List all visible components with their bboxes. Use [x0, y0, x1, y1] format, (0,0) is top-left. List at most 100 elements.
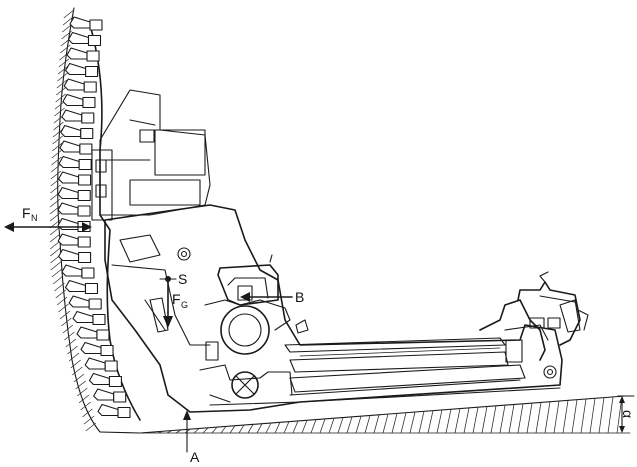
hatch-line: [62, 16, 74, 26]
hatch-line: [229, 425, 236, 434]
center-of-gravity-marker: [159, 276, 177, 282]
cutting-drum: [57, 16, 141, 421]
hatch-line: [220, 426, 227, 434]
hatch-line: [61, 30, 72, 40]
upper-gearbox: [99, 89, 211, 216]
cutter-pick: [61, 109, 95, 124]
hatch-line: [373, 414, 380, 434]
hatch-line: [73, 373, 85, 383]
cutter-pick: [62, 93, 96, 109]
hatch-line: [571, 399, 578, 434]
hatch-line: [562, 400, 569, 434]
hatch-line: [535, 402, 542, 434]
hatch-line: [598, 397, 605, 434]
hatch-line: [59, 44, 71, 54]
hatch-line: [75, 380, 86, 390]
hatch-line: [58, 303, 69, 313]
hatch-line: [49, 212, 61, 222]
hatch-line: [54, 107, 65, 117]
gravity-force-subscript: G: [181, 300, 188, 310]
hatch-line: [148, 431, 155, 434]
hatch-line: [65, 338, 77, 348]
hatch-line: [54, 282, 65, 292]
hatch-line: [382, 413, 389, 434]
hatch-line: [481, 406, 488, 434]
hatch-line: [355, 416, 362, 434]
hatch-line: [328, 418, 335, 434]
hatch-line: [49, 226, 61, 236]
hatch-line: [499, 405, 506, 434]
point-a-label: A: [190, 449, 200, 465]
hatch-line: [409, 411, 416, 434]
hatch-line: [67, 345, 78, 355]
cutter-pick: [58, 248, 92, 264]
cutter-pick: [58, 171, 92, 186]
hatch-line: [70, 359, 81, 369]
hatch-line: [64, 331, 75, 341]
hatch-line: [56, 296, 68, 306]
cutter-pick: [63, 78, 97, 93]
hatch-line: [445, 409, 452, 434]
cutter-pick: [58, 155, 92, 171]
cutter-pick: [66, 47, 100, 62]
hatch-line: [436, 409, 443, 434]
hatch-line: [274, 422, 281, 434]
hatch-line: [50, 247, 61, 257]
ground-floor: [99, 395, 631, 434]
hatch-line: [50, 261, 61, 271]
cutter-pick: [61, 264, 95, 279]
hatch-line: [472, 407, 479, 434]
machine-body: [104, 204, 589, 413]
hatch-line: [55, 93, 66, 103]
cutter-pick: [68, 295, 102, 310]
hatch-line: [49, 205, 61, 215]
gravity-force-symbol: F: [172, 291, 181, 307]
cutter-pick: [64, 279, 99, 295]
hatch-line: [78, 394, 90, 404]
hatch-line: [55, 289, 66, 299]
hatch-line: [283, 421, 290, 434]
cutter-pick: [72, 310, 106, 326]
hatch-line: [400, 412, 407, 434]
hatch-line: [427, 410, 434, 434]
point-b-pointer: [240, 292, 293, 302]
cutter-pick: [97, 403, 131, 419]
hatch-line: [607, 396, 614, 434]
coal-face-wall: [49, 7, 101, 433]
hatch-line: [292, 420, 299, 434]
hatch-line: [63, 9, 75, 19]
cutter-pick: [59, 140, 93, 155]
hatch-line: [490, 405, 497, 434]
cutter-pick: [80, 341, 114, 357]
hatch-line: [53, 121, 64, 131]
hatch-line: [238, 424, 245, 434]
cutter-pick: [57, 233, 91, 248]
angle-indicator: [617, 395, 635, 433]
normal-force-arrow: [4, 222, 92, 232]
hatch-line: [83, 415, 95, 425]
hatch-line: [57, 72, 68, 82]
gravity-force-arrow: [163, 281, 173, 328]
hatch-line: [364, 415, 371, 434]
hatch-line: [51, 156, 62, 166]
hatch-line: [52, 275, 64, 285]
hatch-line: [463, 407, 470, 434]
hatch-line: [589, 398, 596, 434]
hatch-line: [553, 400, 560, 434]
hatch-line: [56, 86, 67, 96]
hatch-line: [454, 408, 461, 434]
hatch-line: [265, 422, 272, 434]
hatch-line: [50, 184, 61, 194]
cutter-pick: [69, 16, 103, 31]
hatch-line: [346, 416, 353, 434]
hatch-line: [418, 411, 425, 434]
hatch-line: [72, 366, 83, 376]
hatch-line: [57, 65, 69, 75]
hatch-line: [580, 398, 587, 434]
hatch-line: [310, 419, 317, 434]
hatch-line: [82, 408, 93, 418]
hatch-line: [61, 317, 72, 327]
angle-label: α: [620, 410, 636, 418]
point-a-pointer: [183, 410, 191, 453]
